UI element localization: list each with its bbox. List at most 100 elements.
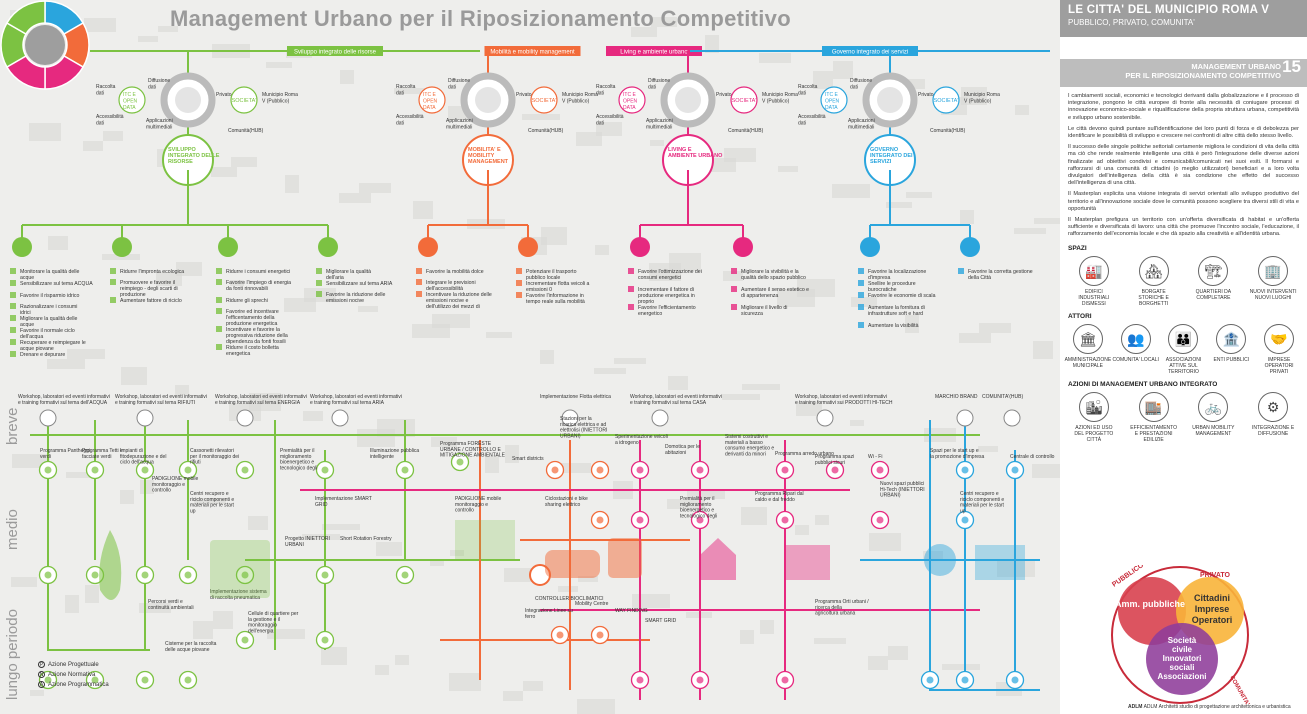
medium-term-label: Impianti di	[120, 448, 143, 454]
map-block	[11, 577, 37, 587]
objective-text: dell'utilizzo dei mezzi di	[426, 304, 480, 310]
medium-term-label: Hi-Tech (INIETTORI	[880, 487, 925, 493]
action-node-dot	[696, 516, 704, 524]
medium-term-label: Programma spazi	[815, 454, 854, 460]
short-term-label: e training formativi sul tema ARIA	[310, 400, 385, 406]
medium-term-label: Wi - Fi	[868, 454, 882, 460]
medium-term-label: bioenergetico e	[280, 460, 314, 466]
objective-text: Incrementare il fattore di	[638, 287, 694, 293]
medium-term-label: rifiuti	[190, 460, 201, 466]
hub-itc-circle	[418, 86, 446, 114]
action-node-dot	[91, 676, 99, 684]
short-term-label: Workshop, laboratori ed eventi informati…	[18, 394, 110, 400]
city-use-icon: 🏙	[1078, 391, 1109, 422]
community-icon: 👥	[1120, 323, 1151, 354]
map-block	[778, 166, 798, 172]
hub-comunita-label: Comunità(HUB)	[528, 128, 564, 134]
objective-text: produzione energetica	[226, 321, 277, 327]
map-block	[375, 665, 389, 675]
car-illustration	[545, 550, 600, 578]
venn-text-civile: civile	[1172, 645, 1193, 654]
medium-term-label: URBANE / CONTROLLO E	[440, 447, 502, 453]
map-block	[724, 148, 756, 162]
hub-applicazioni-label: Applicazioni	[146, 118, 173, 124]
objective-text: di appartenenza	[741, 293, 778, 299]
venn-text-operatori: Operatori	[1192, 615, 1233, 625]
medium-term-label: Sperimentazione veicoli	[615, 434, 668, 440]
long-term-label: monitoraggio	[248, 623, 277, 629]
map-block	[705, 35, 719, 53]
map-block	[1015, 105, 1029, 115]
hub-itc-label: OPEN	[423, 99, 438, 105]
action-node-dot	[91, 571, 99, 579]
short-term-label: Workshop, laboratori ed eventi informati…	[310, 394, 402, 400]
map-block	[888, 646, 908, 660]
map-block	[431, 437, 457, 447]
medium-term-label: Programma Ripari dal	[755, 491, 804, 497]
hub-label: MOBILITA' E	[468, 147, 501, 153]
sheet-number: 15	[1282, 57, 1301, 76]
objective-text: burocratiche	[868, 287, 897, 293]
medium-term-label: Domotica per le	[665, 444, 700, 450]
map-block	[303, 411, 323, 421]
hub-itc-circle	[820, 86, 848, 114]
medium-term-label: up	[190, 508, 196, 514]
map-block	[850, 420, 864, 426]
hub-municipio-label: V (Pubblico)	[762, 99, 790, 105]
long-term-label: ricerca della	[815, 605, 842, 611]
map-block	[120, 490, 134, 504]
hub-diffusione-label: dati	[850, 85, 858, 91]
objective-bullet-icon	[316, 280, 322, 286]
map-block	[832, 184, 870, 198]
action-node-dot	[44, 676, 52, 684]
objective-text: Ridurre l'impronta ecologica	[120, 269, 184, 275]
hub-societa-label: SOCIETA'	[532, 98, 557, 104]
objective-bullet-icon	[10, 315, 16, 321]
medium-term-label: controllo	[455, 508, 474, 514]
objective-text: consumi energetici	[638, 275, 681, 281]
hub-itc-label: OPEN	[123, 99, 138, 105]
map-block	[978, 446, 998, 452]
panel-section-0: SPAZI	[1068, 244, 1087, 252]
objective-text: Aumentare fattore di riciclo	[120, 298, 182, 304]
panel-icon-label: COMUNITA' LOCALI	[1112, 356, 1159, 363]
map-block	[814, 638, 846, 644]
hub-applicazioni-label: multimediali	[848, 125, 874, 131]
green-network	[47, 420, 189, 651]
hub-gear-center	[475, 87, 501, 113]
objective-text: Incentivare la riduzione delle	[426, 292, 492, 298]
hub-municipio-label: Municipio Roma	[562, 92, 598, 98]
short-term-label: e training formativi sul tema CASA	[630, 400, 707, 406]
objective-text: da fonti rinnovabili	[226, 286, 268, 292]
map-block	[249, 393, 281, 411]
hub-raccolta-label: Raccolta	[596, 84, 616, 90]
action-node-dot	[184, 676, 192, 684]
objective-text: Favorire le economie di scala	[868, 293, 936, 299]
hub-gear-center	[877, 87, 903, 113]
panel-icon-item: 👪ASSOCIAZIONI ATTIVE SUL TERRITORIO	[1160, 323, 1208, 375]
short-term-label: Workshop, laboratori ed eventi informati…	[215, 394, 307, 400]
panel-icon-label: URBAN MOBILITY MANAGEMENT	[1192, 424, 1235, 437]
action-node-dot	[184, 571, 192, 579]
map-block	[248, 516, 268, 530]
venn-text-cittadini: Cittadini	[1194, 593, 1230, 603]
panel-section-1: ATTORI	[1068, 312, 1092, 320]
long-term-label: Integrazione Linee su	[525, 608, 573, 614]
action-node-dot	[596, 466, 604, 474]
map-block	[450, 550, 464, 556]
branch-label-bg	[606, 46, 702, 56]
map-block	[813, 71, 833, 89]
integration-icon: ⚙	[1258, 391, 1289, 422]
hub-raccolta-label: dati	[396, 91, 404, 97]
medium-term-label: riciclo componenti e	[960, 497, 1004, 503]
branch-label-bg	[287, 46, 383, 56]
short-term-label: Workshop, laboratori ed eventi informati…	[115, 394, 207, 400]
objective-bullet-icon	[216, 344, 222, 350]
map-block	[30, 690, 44, 696]
medium-term-label: Premialità per il	[680, 496, 714, 502]
green-network	[245, 420, 520, 650]
logo-wheel-center	[25, 25, 65, 65]
axis-breve: breve	[4, 407, 21, 445]
map-block	[504, 568, 536, 582]
